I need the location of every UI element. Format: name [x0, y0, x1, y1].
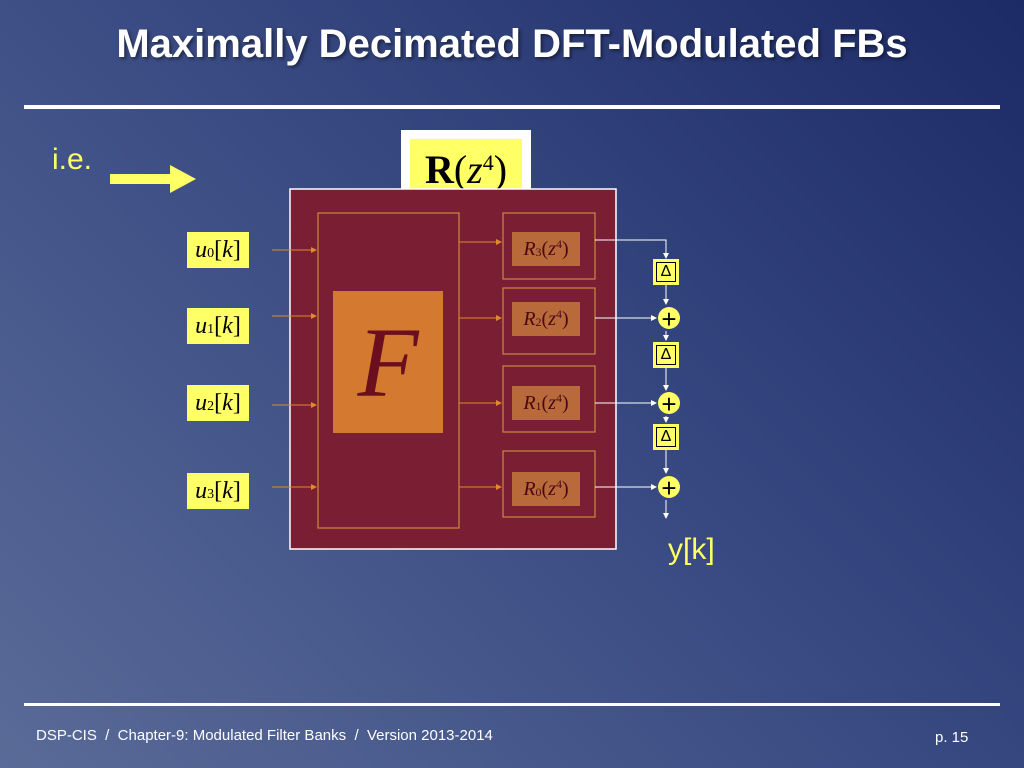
input-var: k — [222, 389, 233, 416]
r-var: z — [548, 391, 556, 414]
r-subscript: 1 — [535, 398, 542, 413]
r0-box-outline — [502, 450, 596, 518]
r-subscript: 2 — [535, 314, 542, 329]
input-var: k — [222, 236, 233, 263]
input-open-bracket: [ — [214, 312, 223, 339]
r-symbol: R — [523, 391, 536, 414]
input-symbol: u — [195, 389, 208, 416]
r-close-paren: ) — [562, 237, 569, 260]
input-subscript: 0 — [207, 246, 215, 261]
r-matrix-open-paren: ( — [453, 146, 468, 192]
input-open-bracket: [ — [214, 477, 223, 504]
r-close-paren: ) — [562, 391, 569, 414]
f-block-label: F — [357, 306, 419, 418]
input-subscript: 1 — [207, 322, 215, 337]
r-exponent: 4 — [556, 306, 562, 321]
r1-box-outline — [502, 365, 596, 433]
input-symbol: u — [195, 477, 208, 504]
r-subscript: 3 — [535, 244, 542, 259]
delay-block-1: Δ — [653, 342, 679, 368]
r-matrix-close-paren: ) — [493, 146, 508, 192]
r-open-paren: ( — [541, 391, 549, 414]
r3-output-line — [595, 239, 669, 259]
f-block — [333, 291, 443, 433]
input-close-bracket: ] — [232, 389, 241, 416]
right-arrow-icon — [110, 165, 196, 193]
input-var: k — [222, 477, 233, 504]
delay-block-0: Δ — [653, 259, 679, 285]
r-symbol: R — [523, 477, 536, 500]
r-var: z — [548, 307, 556, 330]
r-open-paren: ( — [541, 237, 549, 260]
delta-icon: Δ — [660, 428, 672, 445]
r3-box-outline — [502, 212, 596, 280]
page-number: p. 15 — [935, 729, 969, 746]
r-var: z — [548, 477, 556, 500]
f-block-outline — [317, 212, 460, 529]
delta-icon: Δ — [660, 263, 672, 280]
r3-box — [512, 232, 580, 266]
r-close-paren: ) — [562, 307, 569, 330]
adder-1-sign: + — [661, 389, 676, 419]
adder-1 — [658, 392, 680, 414]
footer-divider — [24, 703, 1000, 706]
delay-block-2: Δ — [653, 424, 679, 450]
input-var: k — [222, 312, 233, 339]
input-open-bracket: [ — [214, 389, 223, 416]
slide-title: Maximally Decimated DFT-Modulated FBs — [116, 22, 908, 66]
input-close-bracket: ] — [232, 312, 241, 339]
r2-box — [512, 302, 580, 336]
input-close-bracket: ] — [232, 477, 241, 504]
r-exponent: 4 — [556, 476, 562, 491]
r-matrix-symbol: R — [424, 146, 454, 192]
input-symbol: u — [195, 312, 208, 339]
r-matrix-var: z — [467, 146, 483, 192]
adder-2-sign: + — [661, 473, 676, 503]
r-matrix-exponent: 4 — [482, 150, 494, 175]
ie-label: i.e. — [52, 143, 93, 176]
input-open-bracket: [ — [214, 236, 223, 263]
r-symbol: R — [523, 307, 536, 330]
r1-box — [512, 386, 580, 420]
adder-2 — [658, 476, 680, 498]
r0-box — [512, 472, 580, 506]
r2-box-outline — [502, 287, 596, 355]
title-divider — [24, 105, 1000, 109]
adder-0 — [658, 307, 680, 329]
r-exponent: 4 — [556, 390, 562, 405]
r-close-paren: ) — [562, 477, 569, 500]
r-open-paren: ( — [541, 307, 549, 330]
r-symbol: R — [523, 237, 536, 260]
r-subscript: 0 — [535, 484, 542, 499]
r-var: z — [548, 237, 556, 260]
r-exponent: 4 — [556, 236, 562, 251]
output-label: y[k] — [668, 533, 715, 566]
input-close-bracket: ] — [232, 236, 241, 263]
adder-0-sign: + — [661, 304, 676, 334]
delta-icon: Δ — [660, 346, 672, 363]
footer-text: DSP-CIS / Chapter-9: Modulated Filter Ba… — [36, 727, 493, 744]
input-subscript: 2 — [207, 399, 215, 414]
input-subscript: 3 — [207, 487, 215, 502]
r-open-paren: ( — [541, 477, 549, 500]
input-symbol: u — [195, 236, 208, 263]
